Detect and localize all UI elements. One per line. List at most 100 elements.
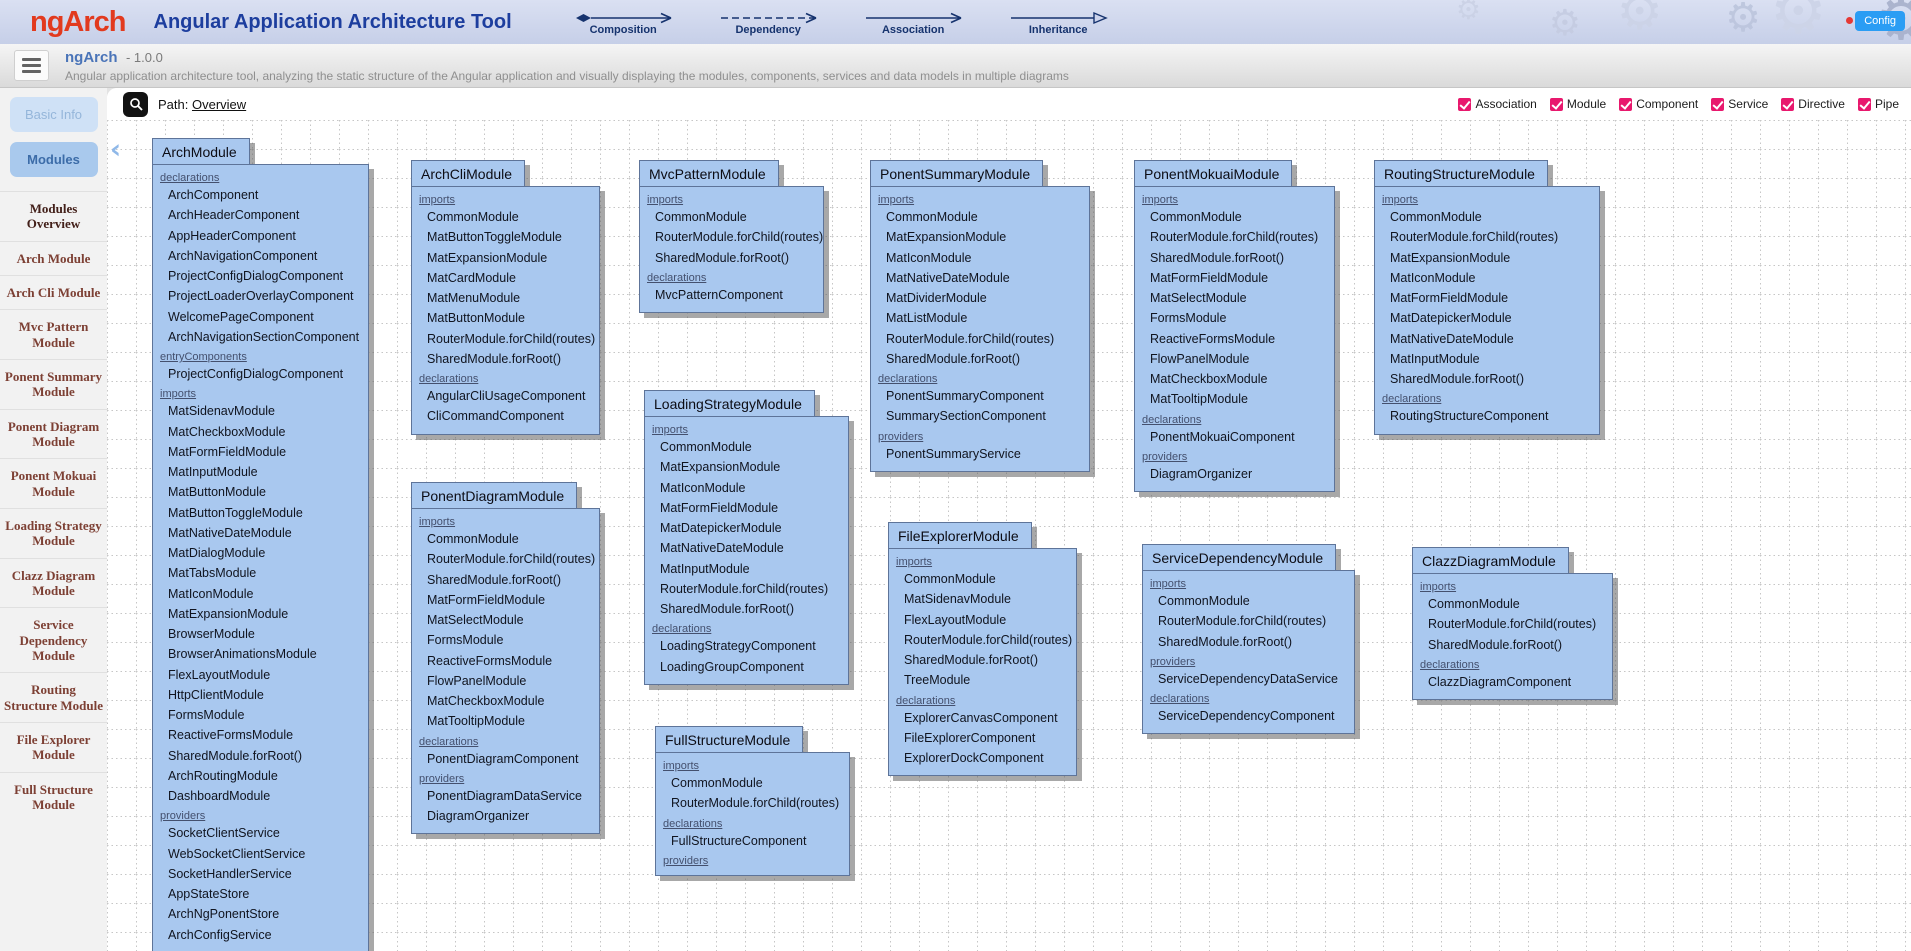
module-item[interactable]: SharedModule.forRoot() bbox=[168, 748, 303, 763]
module-item[interactable]: AppHeaderComponent bbox=[168, 228, 296, 243]
module-item[interactable]: MatButtonToggleModule bbox=[427, 230, 562, 245]
module-item[interactable]: MatDatepickerModule bbox=[660, 521, 782, 535]
module-item[interactable]: SharedModule.forRoot() bbox=[655, 250, 790, 265]
sidebar-tab-basic-info[interactable]: Basic Info bbox=[9, 97, 98, 132]
module-item[interactable]: RouterModule.forChild(routes) bbox=[671, 796, 840, 811]
module-item[interactable]: CommonModule bbox=[655, 210, 747, 224]
module-item[interactable]: CommonModule bbox=[671, 776, 763, 790]
checkbox-icon[interactable] bbox=[1619, 97, 1633, 111]
module-item[interactable]: CommonModule bbox=[1428, 597, 1520, 611]
filter-component[interactable]: Component bbox=[1619, 97, 1698, 111]
module-item[interactable]: MatButtonToggleModule bbox=[168, 505, 303, 520]
module-item[interactable]: ServiceDependencyComponent bbox=[1158, 709, 1335, 723]
module-item[interactable]: MatNativeDateModule bbox=[660, 541, 784, 556]
sidebar-item-modules-overview[interactable]: Modules Overview bbox=[0, 191, 107, 241]
module-item[interactable]: ArchConfigService bbox=[168, 927, 272, 942]
sidebar-tab-modules[interactable]: Modules bbox=[9, 142, 98, 177]
module-item[interactable]: MatFormFieldModule bbox=[1150, 270, 1269, 285]
module-item[interactable]: SocketClientService bbox=[168, 826, 280, 841]
module-item[interactable]: PonentSummaryComponent bbox=[886, 389, 1044, 403]
module-item[interactable]: ProjectConfigDialogComponent bbox=[168, 269, 344, 283]
module-title[interactable]: ServiceDependencyModule bbox=[1142, 544, 1337, 571]
module-item[interactable]: FlowPanelModule bbox=[427, 673, 527, 688]
module-item[interactable]: ArchNavigationComponent bbox=[168, 248, 318, 263]
module-item[interactable]: RouterModule.forChild(routes) bbox=[1158, 614, 1327, 629]
module-item[interactable]: AngularCliUsageComponent bbox=[427, 389, 586, 403]
module-item[interactable]: WebSocketClientService bbox=[168, 846, 306, 861]
module-item[interactable]: PonentSummaryService bbox=[886, 446, 1021, 461]
checkbox-icon[interactable] bbox=[1857, 97, 1871, 111]
module-item[interactable]: MatSelectModule bbox=[1150, 291, 1247, 305]
module-item[interactable]: CommonModule bbox=[886, 210, 978, 224]
sidebar-item-loading-strategy-module[interactable]: Loading Strategy Module bbox=[0, 507, 107, 558]
module-item[interactable]: CommonModule bbox=[904, 572, 996, 586]
module-title[interactable]: ClazzDiagramModule bbox=[1412, 547, 1569, 574]
module-item[interactable]: MatExpansionModule bbox=[168, 606, 289, 621]
module-title[interactable]: PonentDiagramModule bbox=[411, 482, 578, 509]
module-item[interactable]: MatTooltipModule bbox=[1150, 392, 1248, 407]
module-item[interactable]: MatButtonModule bbox=[427, 311, 525, 326]
module-item[interactable]: MatTabsModule bbox=[168, 566, 257, 581]
module-item[interactable]: PonentDiagramDataService bbox=[427, 788, 582, 803]
module-item[interactable]: FormsModule bbox=[427, 633, 504, 648]
module-item[interactable]: WelcomePageComponent bbox=[168, 309, 314, 324]
module-item[interactable]: PonentMokuaiComponent bbox=[1150, 429, 1295, 444]
module-item[interactable]: RouterModule.forChild(routes) bbox=[660, 581, 829, 596]
module-item[interactable]: SharedModule.forRoot() bbox=[427, 572, 562, 587]
module-item[interactable]: CommonModule bbox=[1390, 210, 1482, 224]
sidebar-item-routing-structure-module[interactable]: Routing Structure Module bbox=[0, 672, 107, 722]
module-item[interactable]: MatFormFieldModule bbox=[660, 500, 779, 515]
sidebar-item-clazz-diagram-module[interactable]: Clazz Diagram Module bbox=[0, 557, 107, 608]
checkbox-icon[interactable] bbox=[1781, 97, 1795, 111]
module-item[interactable]: FormsModule bbox=[1150, 311, 1227, 326]
module-item[interactable]: MatIconModule bbox=[168, 586, 254, 601]
module-item[interactable]: ArchNavigationSectionComponent bbox=[168, 329, 360, 344]
module-item[interactable]: SharedModule.forRoot() bbox=[660, 602, 795, 616]
module-item[interactable]: CommonModule bbox=[1150, 210, 1242, 224]
module-item[interactable]: TreeModule bbox=[904, 673, 971, 688]
module-item[interactable]: MvcPatternComponent bbox=[655, 287, 783, 302]
module-item[interactable]: ArchHeaderComponent bbox=[168, 208, 300, 223]
sidebar-item-arch-cli-module[interactable]: Arch Cli Module bbox=[0, 274, 107, 309]
module-item[interactable]: MatMenuModule bbox=[427, 291, 521, 305]
module-item[interactable]: MatNativeDateModule bbox=[1390, 331, 1514, 346]
module-item[interactable]: MatSidenavModule bbox=[904, 592, 1012, 607]
module-item[interactable]: RouterModule.forChild(routes) bbox=[904, 632, 1073, 647]
filter-module[interactable]: Module bbox=[1549, 97, 1606, 111]
module-item[interactable]: DiagramOrganizer bbox=[1150, 466, 1253, 481]
module-item[interactable]: FullStructureComponent bbox=[671, 833, 807, 848]
app-name-link[interactable]: ngArch bbox=[65, 49, 118, 66]
module-item[interactable]: MatNativeDateModule bbox=[168, 525, 292, 540]
module-title[interactable]: MvcPatternModule bbox=[639, 160, 779, 187]
module-item[interactable]: MatDialogModule bbox=[168, 546, 266, 560]
module-title[interactable]: ArchModule bbox=[152, 138, 250, 165]
filter-association[interactable]: Association bbox=[1458, 97, 1537, 111]
module-item[interactable]: MatExpansionModule bbox=[1390, 250, 1511, 265]
module-title[interactable]: LoadingStrategyModule bbox=[644, 390, 815, 417]
checkbox-icon[interactable] bbox=[1458, 97, 1472, 111]
module-item[interactable]: CommonModule bbox=[1158, 594, 1250, 608]
collapse-sidebar-icon[interactable]: ‹ bbox=[110, 134, 122, 165]
module-item[interactable]: PonentDiagramComponent bbox=[427, 751, 579, 766]
module-item[interactable]: ReactiveFormsModule bbox=[168, 728, 294, 743]
module-item[interactable]: ExplorerCanvasComponent bbox=[904, 710, 1058, 725]
module-item[interactable]: MatTooltipModule bbox=[427, 714, 525, 729]
module-item[interactable]: DiagramOrganizer bbox=[427, 809, 530, 823]
module-item[interactable]: MatDatepickerModule bbox=[1390, 311, 1512, 326]
sidebar-item-file-explorer-module[interactable]: File Explorer Module bbox=[0, 721, 107, 772]
module-item[interactable]: MatExpansionModule bbox=[886, 230, 1007, 245]
module-item[interactable]: CommonModule bbox=[660, 440, 752, 454]
module-item[interactable]: MatFormFieldModule bbox=[427, 592, 546, 607]
module-item[interactable]: SharedModule.forRoot() bbox=[427, 351, 562, 366]
module-item[interactable]: CommonModule bbox=[427, 532, 519, 546]
module-item[interactable]: MatExpansionModule bbox=[660, 460, 781, 475]
module-item[interactable]: MatInputModule bbox=[168, 465, 258, 479]
config-button[interactable]: Config bbox=[1855, 11, 1905, 31]
filter-pipe[interactable]: Pipe bbox=[1857, 97, 1899, 111]
sidebar-item-ponent-summary-module[interactable]: Ponent Summary Module bbox=[0, 358, 107, 409]
module-item[interactable]: ClazzDiagramComponent bbox=[1428, 674, 1572, 689]
module-item[interactable]: SummarySectionComponent bbox=[886, 409, 1046, 424]
module-item[interactable]: MatNativeDateModule bbox=[886, 270, 1010, 285]
module-item[interactable]: SharedModule.forRoot() bbox=[1390, 372, 1525, 386]
module-item[interactable]: FlexLayoutModule bbox=[904, 612, 1007, 627]
